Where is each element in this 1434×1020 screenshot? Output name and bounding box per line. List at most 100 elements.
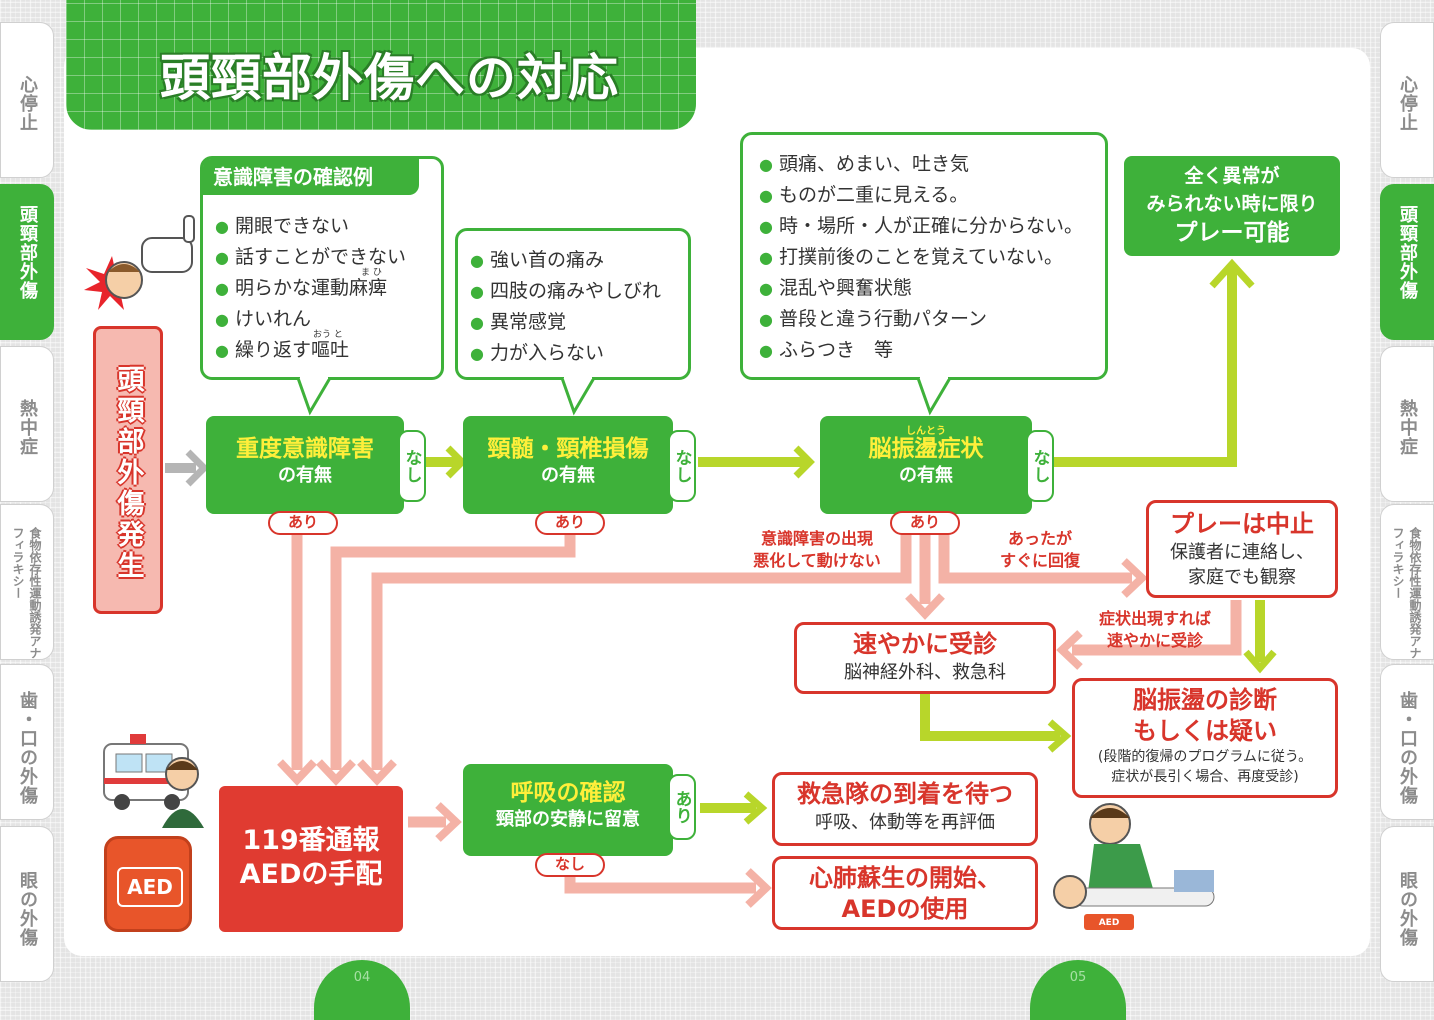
note-line: 意識障害の出現 [760, 529, 873, 548]
list-item: ものが二重に見える。 [759, 180, 1083, 211]
decision-spine: 頸髄・頸椎損傷 の有無 [463, 416, 673, 514]
arrow-stop-to-doctor [1072, 600, 1242, 656]
tab-label: 食物依存性運動誘発アナフィラキシー [1391, 527, 1422, 659]
arrow-ari-2 [330, 532, 576, 770]
tab-left-dental[interactable]: 歯・口の外傷 [0, 664, 54, 820]
tab-label: 心停止 [17, 75, 38, 132]
ari-label-vertical: あり [668, 774, 696, 840]
arrow-to-stop-play [938, 532, 1132, 584]
see-doctor-sub: 脳神経外科、救急科 [844, 662, 1006, 683]
tab-right-dental[interactable]: 歯・口の外傷 [1380, 664, 1434, 820]
tab-right-cardiac-arrest[interactable]: 心停止 [1380, 22, 1434, 178]
stop-play-box: プレーは中止 保護者に連絡し、 家庭でも観察 [1146, 500, 1338, 598]
tab-label: 食物依存性運動誘発アナフィラキシー [11, 527, 42, 659]
emergency-call-box: 119番通報 AEDの手配 [219, 786, 403, 932]
diagnosis-title: もしくは疑い [1133, 717, 1277, 745]
list-item: けいれん [215, 304, 406, 335]
decision-consciousness: 重度意識障害 の有無 [206, 416, 404, 514]
decision-sub: の有無 [278, 465, 332, 486]
list-item: 繰り返す嘔吐 [215, 335, 406, 366]
decision-sub: の有無 [541, 465, 595, 486]
tab-right-head-neck[interactable]: 頭頸部外傷 [1380, 184, 1434, 340]
bubble-tail [560, 376, 596, 416]
nashi-label: なし [1026, 430, 1054, 502]
tab-label: 歯・口の外傷 [17, 691, 38, 805]
tab-right-anaphylaxis[interactable]: 食物依存性運動誘発アナフィラキシー [1380, 504, 1434, 660]
list-item: 異常感覚 [470, 307, 661, 338]
consciousness-heading: 意識障害の確認例 [203, 159, 419, 195]
tab-label: 眼の外傷 [17, 871, 38, 947]
aed-label: AED [117, 867, 183, 907]
tab-label: 頭頸部外傷 [1397, 205, 1418, 300]
arrow-to-cpr [564, 876, 756, 894]
stop-play-line: 家庭でも観察 [1188, 567, 1296, 588]
aed-illustration: AED [104, 836, 192, 932]
see-doctor-box: 速やかに受診 脳神経外科、救急科 [794, 622, 1056, 694]
tab-left-eye[interactable]: 眼の外傷 [0, 826, 54, 982]
ambulance-illustration [103, 734, 204, 828]
note-line: あったが [1007, 529, 1072, 548]
wait-sub: 呼吸、体動等を再評価 [815, 812, 995, 833]
decision-title: 頸髄・頸椎損傷 [487, 436, 649, 462]
play-ok-line: プレー可能 [1174, 220, 1290, 246]
title-banner [66, 0, 696, 130]
emergency-line: AEDの手配 [239, 859, 383, 890]
decision-concussion: しんとう 脳振盪症状 の有無 [820, 416, 1032, 514]
injured-player-illustration [84, 215, 195, 310]
tab-label: 心停止 [1397, 75, 1418, 132]
tab-label: 頭頸部外傷 [17, 205, 38, 300]
page-title: 頭頸部外傷への対応 [160, 49, 619, 107]
nashi-label: なし [668, 430, 696, 502]
decision-sub: 頸部の安静に留意 [496, 809, 640, 830]
tab-left-heatstroke[interactable]: 熱中症 [0, 346, 54, 502]
diagnosis-sub: 症状が長引く場合、再度受診) [1111, 769, 1299, 785]
play-ok-box: 全く異常が みられない時に限り プレー可能 [1124, 156, 1340, 256]
tab-label: 眼の外傷 [1397, 871, 1418, 947]
arrow-start-head [185, 449, 209, 487]
cpr-line: AEDの使用 [841, 895, 969, 923]
arrow-doctor-to-diagnosis [920, 694, 1060, 741]
tab-left-head-neck[interactable]: 頭頸部外傷 [0, 184, 54, 340]
note-worse: 意識障害の出現 悪化して動けない [732, 528, 902, 572]
cpr-box: 心肺蘇生の開始、 AEDの使用 [772, 856, 1038, 930]
see-doctor-title: 速やかに受診 [853, 630, 997, 658]
tab-right-heatstroke[interactable]: 熱中症 [1380, 346, 1434, 502]
list-item: 明らかな運動麻痺 [215, 273, 406, 304]
note-recovered: あったが すぐに回復 [982, 528, 1098, 572]
list-item: 強い首の痛み [470, 245, 661, 276]
stop-play-line: 保護者に連絡し、 [1170, 542, 1314, 563]
play-ok-line: 全く異常が [1184, 165, 1280, 187]
tab-label: 熱中症 [17, 399, 38, 456]
tab-left-cardiac-arrest[interactable]: 心停止 [0, 22, 54, 178]
aed-small-label: AED [1098, 918, 1120, 928]
decision-breathing: 呼吸の確認 頸部の安静に留意 [463, 764, 673, 856]
note-line: 速やかに受診 [1106, 631, 1203, 650]
note-line: すぐに回復 [999, 551, 1080, 570]
cpr-illustration [1053, 803, 1215, 930]
diagnosis-sub: (段階的復帰のプログラムに従う。 [1097, 749, 1313, 765]
diagnosis-box: 脳振盪の診断 もしくは疑い (段階的復帰のプログラムに従う。 症状が長引く場合、… [1072, 678, 1338, 798]
play-ok-line: みられない時に限り [1146, 193, 1318, 215]
list-item: ふらつき 等 [759, 335, 1083, 366]
tab-right-eye[interactable]: 眼の外傷 [1380, 826, 1434, 982]
list-item: 四肢の痛みやしびれ [470, 276, 661, 307]
arrow-to-play-ok [1054, 268, 1237, 467]
emergency-line: 119番通報 [242, 825, 380, 856]
arrow-ari-3 [371, 532, 912, 770]
ari-label: あり [890, 511, 960, 535]
note-if-symptom: 症状出現すれば 速やかに受診 [1080, 608, 1230, 652]
list-item: 力が入らない [470, 338, 661, 369]
ruby-outo: おう と [313, 330, 343, 340]
list-item: 頭痛、めまい、吐き気 [759, 149, 1083, 180]
consciousness-examples-bubble: 意識障害の確認例 開眼できない 話すことができない 明らかな運動麻痺 けいれん … [200, 156, 444, 380]
decision-title: 脳振盪症状 [868, 436, 984, 462]
ari-label: あり [268, 511, 338, 535]
list-item: 普段と違う行動パターン [759, 304, 1083, 335]
list-item: 打撲前後のことを覚えていない。 [759, 242, 1083, 273]
tab-left-anaphylaxis[interactable]: 食物依存性運動誘発アナフィラキシー [0, 504, 54, 660]
spine-symptoms-bubble: 強い首の痛み 四肢の痛みやしびれ 異常感覚 力が入らない [455, 228, 691, 380]
ruby-mahi: ま ひ [361, 268, 382, 278]
bubble-tail [296, 376, 332, 416]
tab-label: 歯・口の外傷 [1397, 691, 1418, 805]
